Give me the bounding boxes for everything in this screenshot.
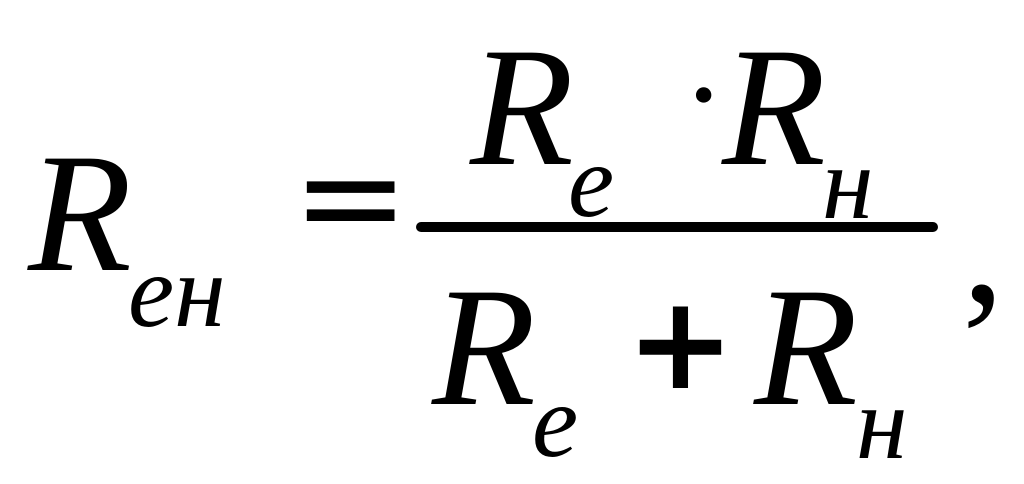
- denominator-left-symbol: R: [432, 253, 536, 441]
- lhs-symbol: R: [28, 119, 132, 307]
- numerator-left-subscript: е: [568, 124, 615, 239]
- denominator-left-subscript: е: [532, 364, 579, 479]
- lhs-subscript: ен: [128, 234, 226, 349]
- fraction-bar: [416, 222, 938, 232]
- numerator-right-symbol: R: [722, 13, 826, 201]
- trailing-comma: ,: [962, 151, 1005, 339]
- numerator-left-symbol: R: [470, 13, 574, 201]
- multiply-dot: ·: [682, 23, 726, 167]
- denominator-right-symbol: R: [754, 253, 858, 441]
- numerator-right-subscript: н: [822, 126, 874, 241]
- plus-sign: +: [626, 267, 735, 419]
- denominator-right-subscript: н: [856, 366, 908, 481]
- equals-sign: =: [292, 116, 410, 279]
